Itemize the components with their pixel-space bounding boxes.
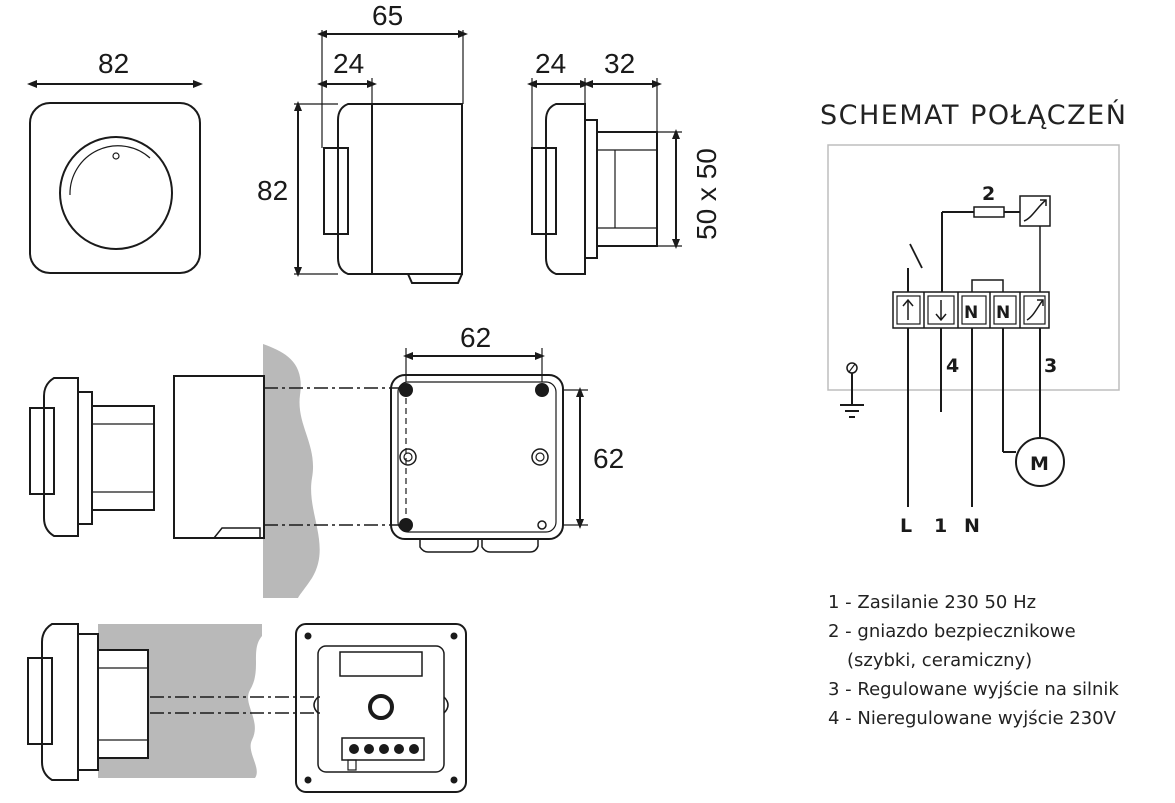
inst-collar [78,633,99,771]
dim-back-size: 50 x 50 [691,148,722,240]
mount-housing [173,375,265,539]
legend-item-4: 4 - Nieregulowane wyjście 230V [828,708,1116,729]
wiring-schematic [827,144,1120,507]
module-outline [317,645,445,773]
dim-top-height: 82 [257,175,288,206]
output-label-4: 4 [946,355,959,377]
back-body [596,131,658,247]
schema-title: SCHEMAT POŁĄCZEŃ [820,100,1128,131]
inst-plate [41,623,79,781]
side-plate [337,103,373,275]
inst-knob [27,657,53,745]
dim-top-width: 82 [98,48,129,79]
mount-body [91,405,155,511]
dim-side-knob: 24 [333,48,364,79]
mount-plate [43,377,79,537]
terminal-block [341,737,425,761]
motor-label: M [1030,453,1049,475]
dim-box-height: 62 [593,443,624,474]
terminal-n2: N [996,303,1010,323]
legend: 1 - Zasilanie 230 50 Hz 2 - gniazdo bezp… [828,588,1119,733]
front-knob [59,136,173,250]
side-clip [407,273,463,284]
knob-marker [112,152,120,160]
regulator-symbol [1019,195,1051,227]
installed-view [27,623,467,793]
switch-blade [909,243,923,269]
schema-frame [827,144,1120,391]
mounting-view [29,344,588,598]
back-collar [585,119,598,259]
dim-side-total: 65 [372,0,403,31]
legend-item-1: 1 - Zasilanie 230 50 Hz [828,592,1037,613]
terminal-n1: N [964,303,978,323]
dim-back-depth: 32 [604,48,635,79]
legend-item-3: 3 - Regulowane wyjście na silnik [828,679,1119,700]
mount-knob [29,407,55,495]
side-housing [371,103,463,275]
junction-box [390,374,564,540]
inst-body [97,649,149,759]
dim-box-width: 62 [460,322,491,353]
knob-highlight [69,145,151,196]
supply-label-1: 1 [934,515,947,537]
dim-back-knob: 24 [535,48,566,79]
back-knob [531,147,557,235]
mount-collar [78,391,93,525]
side-knob [323,147,349,235]
fuse-label: 2 [982,183,995,205]
supply-label-n: N [964,515,980,537]
wall-section [263,344,320,598]
legend-item-2: 2 - gniazdo bezpiecznikowe [828,621,1076,642]
supply-label-l: L [900,515,912,537]
back-plate [545,103,586,275]
fuse-symbol [973,206,1005,218]
back-plate-square [295,623,467,793]
back-view [527,78,682,275]
output-label-3: 3 [1044,355,1057,377]
motor-symbol [1015,437,1065,487]
side-view [294,30,468,284]
legend-item-2-note: (szybki, ceramiczny) [847,650,1033,671]
front-plate [29,102,201,274]
front-view [27,80,203,274]
